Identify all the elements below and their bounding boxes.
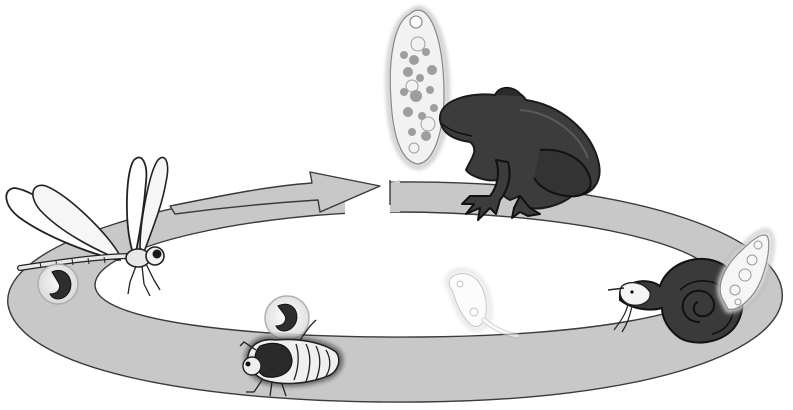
metacercaria-cyst-icon bbox=[265, 296, 309, 340]
adult-fluke-icon bbox=[387, 8, 448, 168]
dragonfly-cyst-icon bbox=[38, 264, 78, 304]
cercaria-larva-icon bbox=[446, 270, 518, 336]
